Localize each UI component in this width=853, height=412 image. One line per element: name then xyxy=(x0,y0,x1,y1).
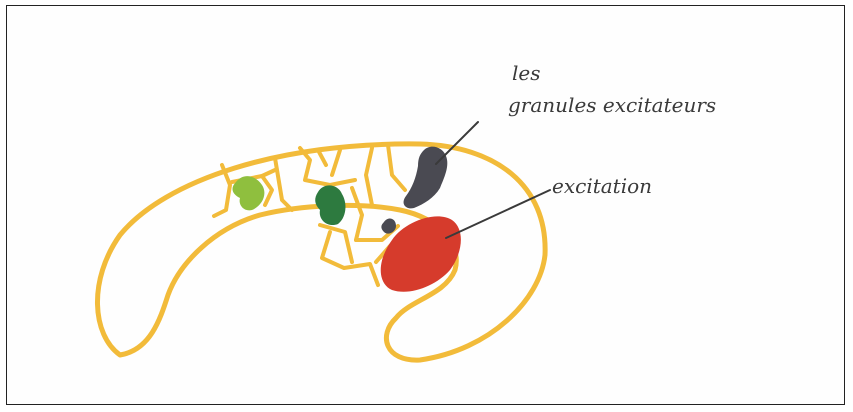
light-green-blob xyxy=(233,176,265,210)
annotation-granules-excitateurs: granules excitateurs xyxy=(508,93,716,117)
c-shape-outline xyxy=(97,144,545,360)
annotation-excitation: excitation xyxy=(552,174,652,198)
pointer-line-excitation xyxy=(446,190,550,238)
dark-gray-blob xyxy=(404,147,448,209)
annotation-les: les xyxy=(512,61,541,85)
pointer-line-granules xyxy=(436,122,478,164)
dark-green-blob xyxy=(315,185,345,225)
